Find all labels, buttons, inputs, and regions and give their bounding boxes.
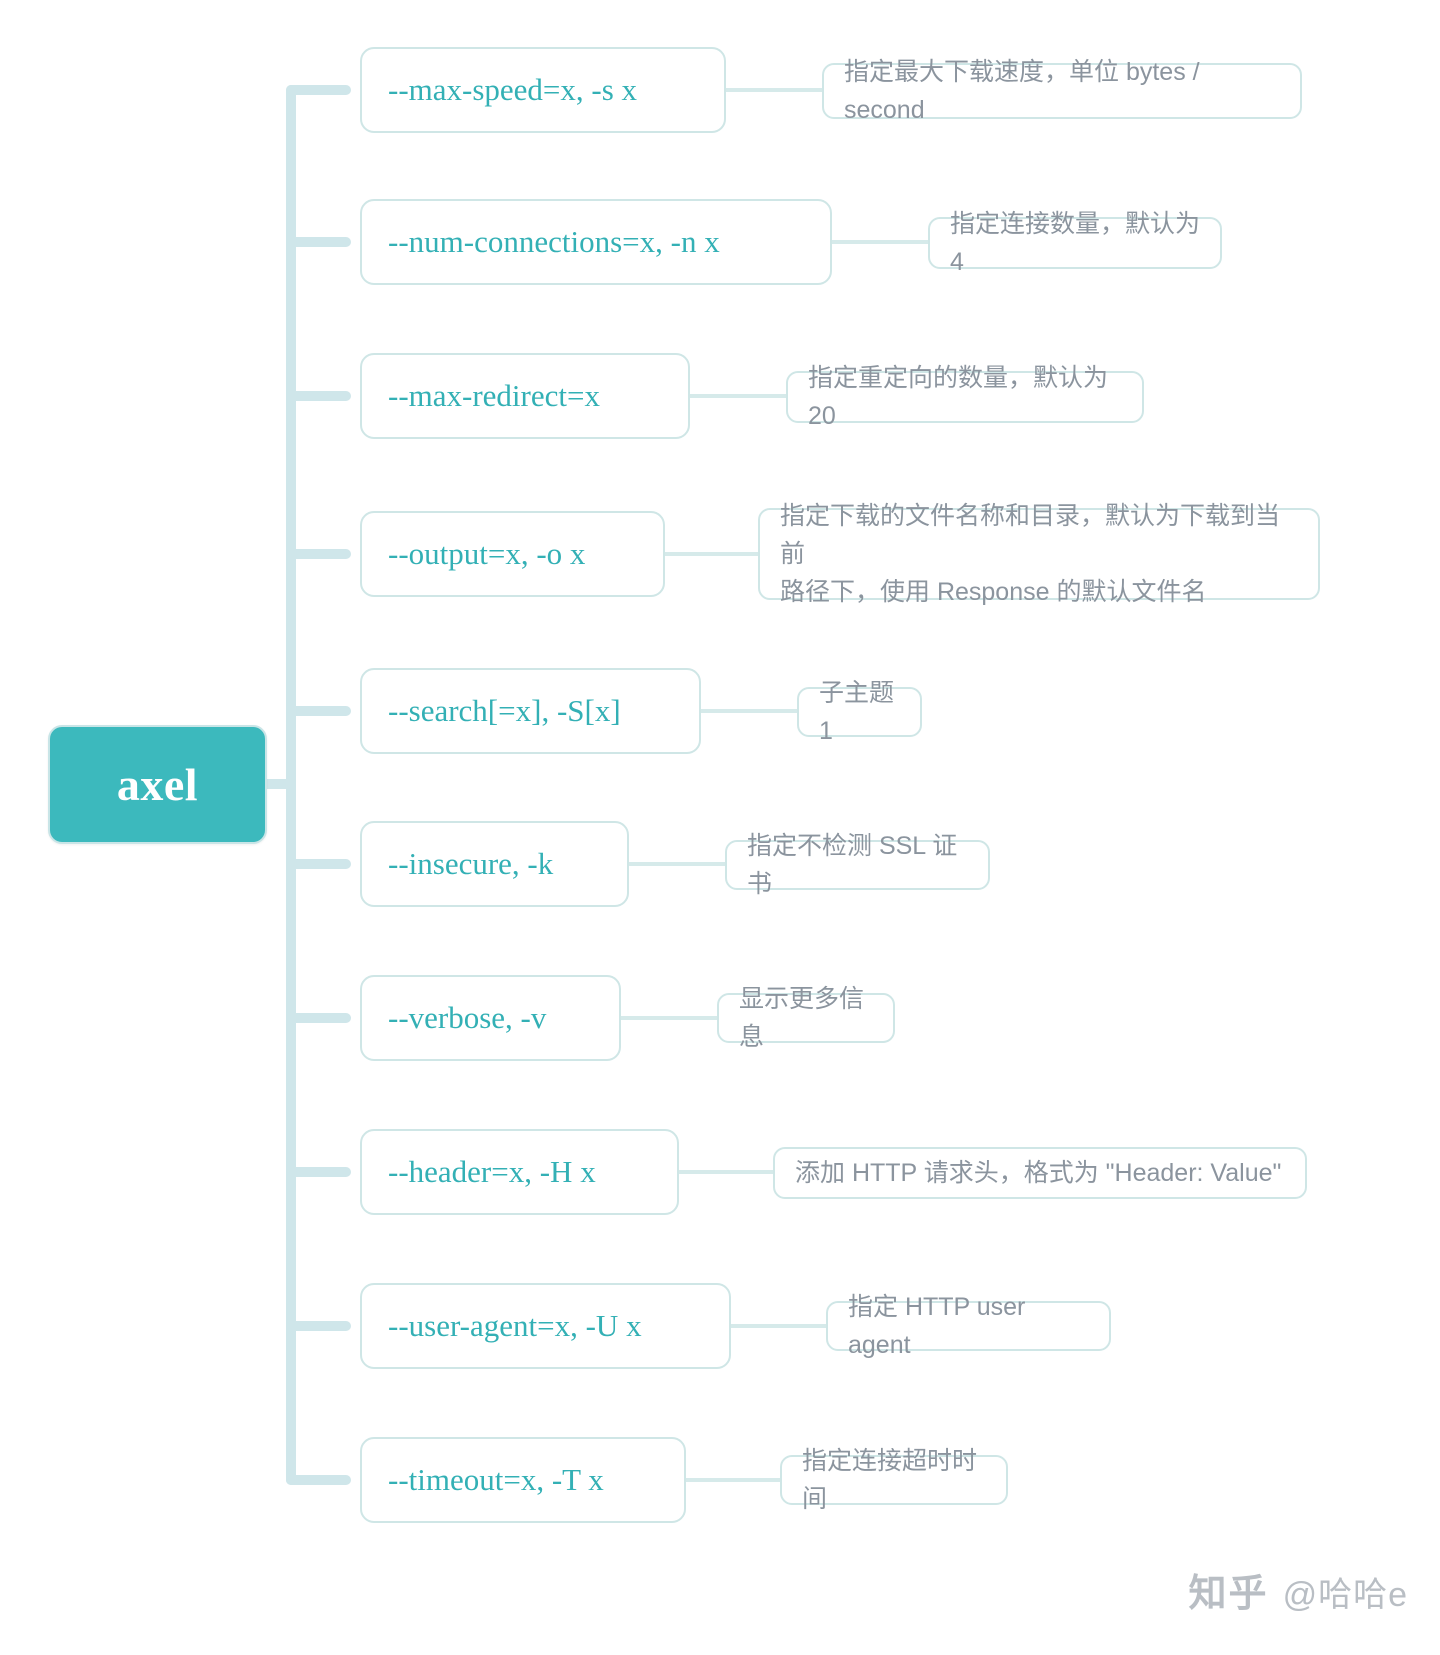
description-label: 指定 HTTP user agent bbox=[848, 1293, 1026, 1359]
watermark-user: @哈哈e bbox=[1282, 1576, 1408, 1614]
description-label: 指定不检测 SSL 证书 bbox=[747, 832, 958, 898]
watermark: 知乎 @哈哈e bbox=[1189, 1562, 1408, 1617]
option-label: --search[=x], -S[x] bbox=[388, 693, 621, 728]
root-node[interactable]: axel bbox=[48, 725, 267, 844]
description-node-output[interactable]: 指定下载的文件名称和目录，默认为下载到当前 路径下，使用 Response 的默… bbox=[758, 502, 1320, 606]
description-node-timeout[interactable]: 指定连接超时时间 bbox=[780, 1447, 1008, 1513]
option-node-header[interactable]: --header=x, -H x bbox=[360, 1129, 679, 1215]
description-node-user-agent[interactable]: 指定 HTTP user agent bbox=[826, 1293, 1111, 1359]
description-label: 指定连接数量，默认为4 bbox=[950, 210, 1201, 276]
option-label: --insecure, -k bbox=[388, 846, 554, 881]
option-label: --timeout=x, -T x bbox=[388, 1462, 604, 1497]
option-node-num-connections[interactable]: --num-connections=x, -n x bbox=[360, 199, 832, 285]
option-node-timeout[interactable]: --timeout=x, -T x bbox=[360, 1437, 686, 1523]
option-label: --max-speed=x, -s x bbox=[388, 72, 638, 107]
option-node-verbose[interactable]: --verbose, -v bbox=[360, 975, 621, 1061]
option-label: --output=x, -o x bbox=[388, 536, 586, 571]
option-node-user-agent[interactable]: --user-agent=x, -U x bbox=[360, 1283, 731, 1369]
description-node-insecure[interactable]: 指定不检测 SSL 证书 bbox=[725, 832, 990, 898]
option-label: --user-agent=x, -U x bbox=[388, 1308, 642, 1343]
option-node-max-redirect[interactable]: --max-redirect=x bbox=[360, 353, 690, 439]
watermark-brand: 知乎 bbox=[1188, 1573, 1269, 1615]
option-label: --max-redirect=x bbox=[388, 378, 600, 413]
option-label: --num-connections=x, -n x bbox=[388, 224, 720, 259]
option-label: --verbose, -v bbox=[388, 1000, 547, 1035]
description-label: 指定下载的文件名称和目录，默认为下载到当前 路径下，使用 Response 的默… bbox=[780, 502, 1281, 606]
description-label: 指定最大下载速度，单位 bytes / second bbox=[844, 58, 1200, 124]
description-node-max-speed[interactable]: 指定最大下载速度，单位 bytes / second bbox=[822, 58, 1302, 124]
description-label: 子主题 1 bbox=[819, 679, 895, 745]
option-node-insecure[interactable]: --insecure, -k bbox=[360, 821, 629, 907]
description-label: 添加 HTTP 请求头，格式为 "Header: Value" bbox=[795, 1159, 1282, 1187]
description-node-num-connections[interactable]: 指定连接数量，默认为4 bbox=[928, 210, 1222, 276]
root-label: axel bbox=[116, 759, 199, 810]
description-label: 指定重定向的数量，默认为20 bbox=[808, 364, 1109, 430]
description-node-search[interactable]: 子主题 1 bbox=[797, 679, 922, 745]
description-node-verbose[interactable]: 显示更多信息 bbox=[717, 985, 895, 1051]
option-node-search[interactable]: --search[=x], -S[x] bbox=[360, 668, 701, 754]
option-label: --header=x, -H x bbox=[388, 1154, 596, 1189]
description-label: 指定连接超时时间 bbox=[802, 1447, 978, 1513]
description-node-header[interactable]: 添加 HTTP 请求头，格式为 "Header: Value" bbox=[773, 1147, 1307, 1199]
description-node-max-redirect[interactable]: 指定重定向的数量，默认为20 bbox=[786, 364, 1144, 430]
description-label: 显示更多信息 bbox=[739, 985, 865, 1051]
option-node-output[interactable]: --output=x, -o x bbox=[360, 511, 665, 597]
option-node-max-speed[interactable]: --max-speed=x, -s x bbox=[360, 47, 726, 133]
